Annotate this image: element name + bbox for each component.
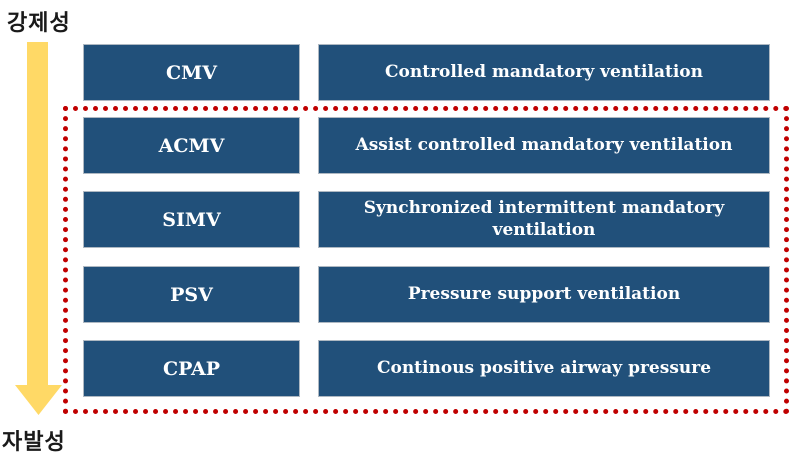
mode-description-label: Synchronized intermittent mandatory vent… (363, 198, 725, 240)
mode-abbr-label: CMV (166, 61, 217, 84)
mode-description-label: Continous positive airway pressure (376, 357, 712, 378)
mode-description-box-psv: Pressure support ventilation (318, 266, 770, 323)
assisted-spontaneous-modes-highlight (63, 106, 789, 414)
mode-abbr-label: SIMV (162, 208, 221, 231)
axis-label-spontaneous: 자발성 (2, 429, 66, 455)
mode-abbr-box-acmv: ACMV (83, 117, 300, 174)
mode-abbr-box-cpap: CPAP (83, 340, 300, 397)
mode-abbr-label: ACMV (158, 134, 225, 157)
mode-abbr-label: PSV (170, 283, 213, 306)
mode-description-box-simv: Synchronized intermittent mandatory vent… (318, 191, 770, 248)
down-arrow-icon (15, 42, 62, 415)
mode-abbr-label: CPAP (162, 357, 221, 380)
mode-description-box-cpap: Continous positive airway pressure (318, 340, 770, 397)
mode-abbr-box-simv: SIMV (83, 191, 300, 248)
mode-description-label: Pressure support ventilation (407, 283, 681, 304)
mode-abbr-box-cmv: CMV (83, 44, 300, 101)
mode-description-label: Controlled mandatory ventilation (385, 61, 703, 82)
mode-description-label: Assist controlled mandatory ventilation (355, 134, 733, 155)
mode-description-box-cmv: Controlled mandatory ventilation (318, 44, 770, 101)
mode-abbr-box-psv: PSV (83, 266, 300, 323)
axis-label-mandatory: 강제성 (7, 10, 71, 36)
mode-description-box-acmv: Assist controlled mandatory ventilation (318, 117, 770, 174)
